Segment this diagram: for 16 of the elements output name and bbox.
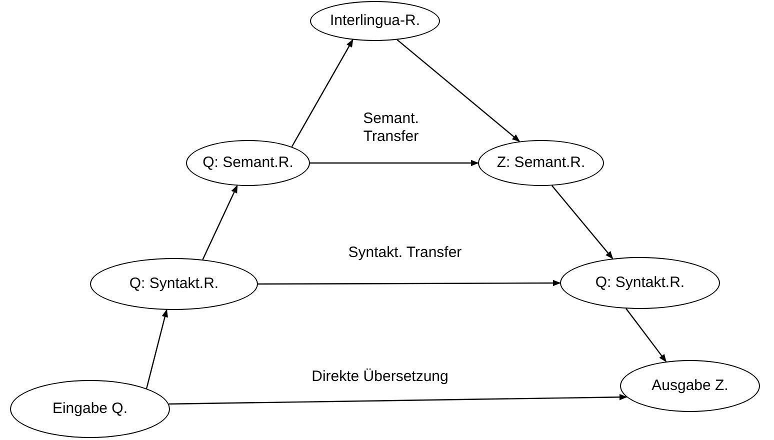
node-label: Q: Syntakt.R. (595, 272, 685, 293)
arrow (258, 280, 561, 286)
arrow (291, 39, 354, 148)
arrow (168, 394, 628, 405)
arrow (396, 39, 520, 142)
node-label: Z: Semant.R. (496, 152, 586, 173)
arrow (202, 184, 238, 260)
node-label: Ausgabe Z. (652, 376, 728, 396)
node-label: Interlingua-R. (330, 10, 420, 31)
arrow (310, 160, 479, 166)
arrow (551, 185, 614, 260)
arrow (146, 309, 168, 389)
arrow (626, 308, 667, 362)
node-label: Eingabe Q. (52, 398, 128, 419)
node-label: Q: Syntakt.R. (129, 274, 219, 294)
node-label: Q: Semant.R. (202, 152, 294, 173)
